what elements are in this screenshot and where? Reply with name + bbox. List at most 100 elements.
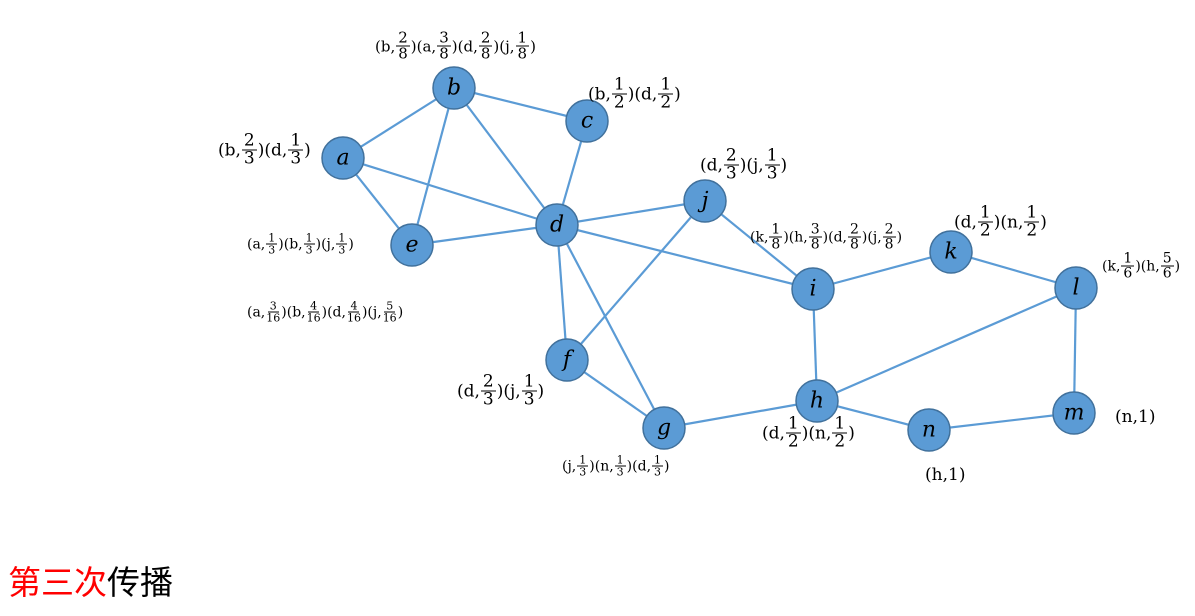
node-circle bbox=[1054, 266, 1098, 310]
pair-name: (j, bbox=[367, 304, 382, 320]
pair-name: (j, bbox=[499, 37, 515, 55]
node-label: h bbox=[810, 389, 824, 414]
numerator: 2 bbox=[241, 130, 257, 151]
numerator: 1 bbox=[266, 231, 278, 245]
pair-close: ) bbox=[451, 37, 458, 55]
denominator: 3 bbox=[766, 163, 778, 184]
denominator: 3 bbox=[725, 163, 737, 184]
denominator: 8 bbox=[850, 236, 859, 253]
value: 1 bbox=[1138, 407, 1149, 427]
numerator: 3 bbox=[267, 299, 279, 313]
pair-close: ) bbox=[1174, 258, 1181, 274]
pair-name: (d, bbox=[954, 212, 977, 232]
edge-l-h bbox=[816, 286, 1077, 403]
pair-name: (d, bbox=[634, 84, 658, 104]
pair-name: (j, bbox=[867, 229, 882, 245]
denominator: 6 bbox=[1162, 265, 1172, 282]
pair-name: (b, bbox=[375, 37, 396, 55]
pair-close: ) bbox=[801, 423, 809, 443]
node-m: m bbox=[1052, 391, 1096, 435]
pair-close: ) bbox=[626, 458, 633, 474]
label-m: (n, 1) bbox=[1115, 407, 1155, 427]
denominator: 3 bbox=[338, 243, 346, 257]
node-e: e bbox=[390, 223, 434, 267]
pair-name: (d, bbox=[457, 37, 478, 55]
pair-name: (a, bbox=[247, 236, 266, 252]
numerator: 4 bbox=[308, 299, 320, 313]
pair-name: (a, bbox=[416, 37, 437, 55]
numerator: 1 bbox=[769, 221, 783, 238]
pair-close: ) bbox=[278, 236, 284, 252]
pair-name: (b, bbox=[588, 84, 611, 104]
pair-close: ) bbox=[397, 304, 404, 320]
node-circle bbox=[907, 408, 951, 452]
pair-close: ) bbox=[783, 229, 789, 245]
pair-close: ) bbox=[493, 37, 500, 55]
pair-close: ) bbox=[896, 229, 903, 245]
numerator: 1 bbox=[614, 453, 626, 467]
pair-close: ) bbox=[861, 229, 868, 245]
node-a: a bbox=[321, 136, 365, 180]
pair-name: (b, bbox=[218, 140, 241, 160]
pair-close: ) bbox=[674, 84, 681, 104]
numerator: 1 bbox=[336, 231, 348, 245]
node-l: l bbox=[1054, 266, 1098, 310]
denominator: 3 bbox=[268, 243, 276, 257]
pair-name: (d, bbox=[264, 140, 288, 160]
pair-close: ) bbox=[537, 381, 545, 401]
title-rest: 传播 bbox=[107, 563, 173, 602]
pair-close: ) bbox=[589, 458, 595, 474]
pair-name: (a, bbox=[247, 304, 266, 320]
denominator: 8 bbox=[480, 44, 491, 63]
node-circle bbox=[321, 136, 365, 180]
pair-close: ) bbox=[315, 236, 322, 252]
pair-name: (d, bbox=[632, 458, 652, 474]
node-c: c bbox=[565, 99, 609, 143]
node-g: g bbox=[642, 406, 686, 450]
denominator: 8 bbox=[398, 44, 408, 63]
pair-name: (j, bbox=[746, 155, 764, 175]
numerator: 2 bbox=[848, 221, 861, 238]
node-circle bbox=[390, 223, 434, 267]
numerator: 5 bbox=[1160, 250, 1174, 267]
value: 1 bbox=[948, 465, 959, 485]
pair-close: ) bbox=[822, 229, 829, 245]
numerator: 3 bbox=[808, 221, 822, 238]
pair-close: ) bbox=[281, 304, 287, 320]
pair-name: (n, bbox=[1000, 212, 1024, 232]
edge-b-d bbox=[453, 87, 558, 226]
